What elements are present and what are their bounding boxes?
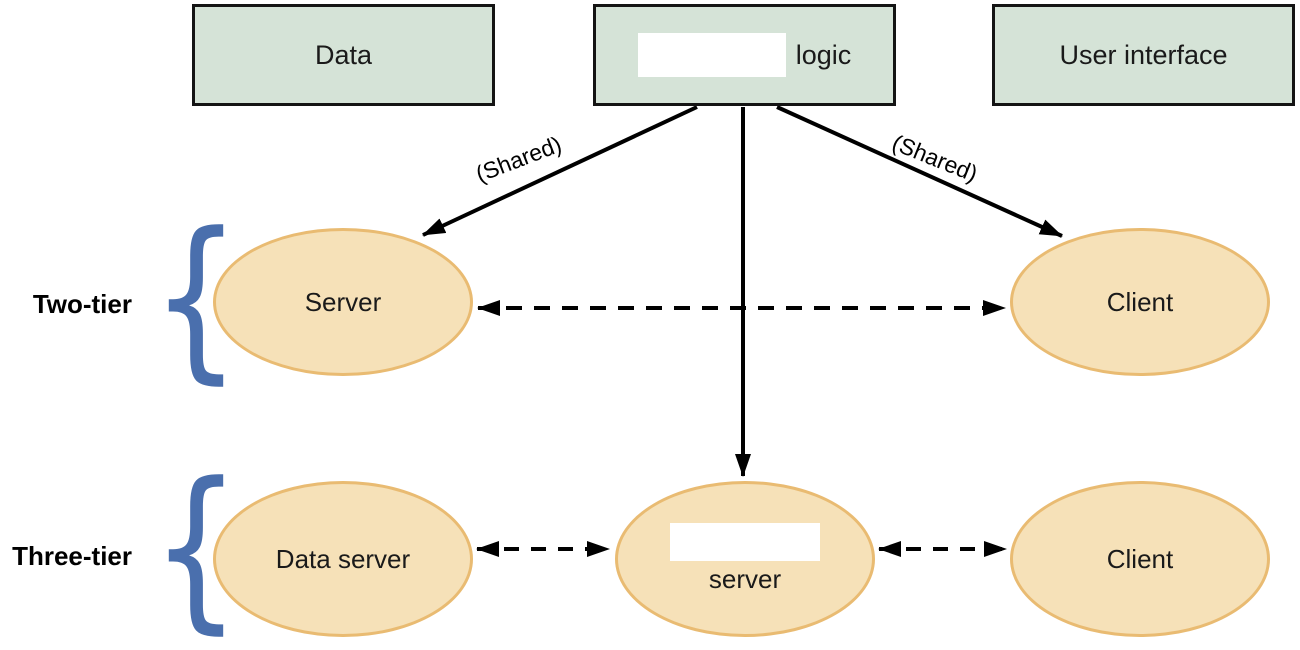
layer-box-data-label: Data <box>314 39 373 70</box>
two-tier-label: Two-tier <box>32 289 132 319</box>
layer-box-ui-label: User interface <box>1059 39 1228 70</box>
node-client-three-label: Client <box>1106 543 1174 574</box>
node-data-server-label: Data server <box>275 543 411 574</box>
node-server: Server <box>213 228 473 376</box>
layer-box-logic-label: logic <box>795 39 852 70</box>
blank-business-logic[interactable] <box>637 33 786 77</box>
node-client-three-tier: Client <box>1010 481 1270 637</box>
node-server-label: Server <box>304 286 382 317</box>
layer-box-data: Data <box>192 4 495 106</box>
node-client-two-label: Client <box>1106 286 1174 317</box>
layer-box-user-interface: User interface <box>992 4 1295 106</box>
three-tier-label: Three-tier <box>12 541 132 571</box>
arrow-shared-to-client <box>776 105 1063 238</box>
blank-application-server[interactable] <box>670 523 820 561</box>
node-client-two-tier: Client <box>1010 228 1270 376</box>
node-application-server: server <box>615 481 875 637</box>
layer-box-logic: logic <box>593 4 896 106</box>
arrow-shared-to-server <box>422 105 698 237</box>
node-app-server-label: server <box>708 564 782 594</box>
node-data-server: Data server <box>213 481 473 637</box>
